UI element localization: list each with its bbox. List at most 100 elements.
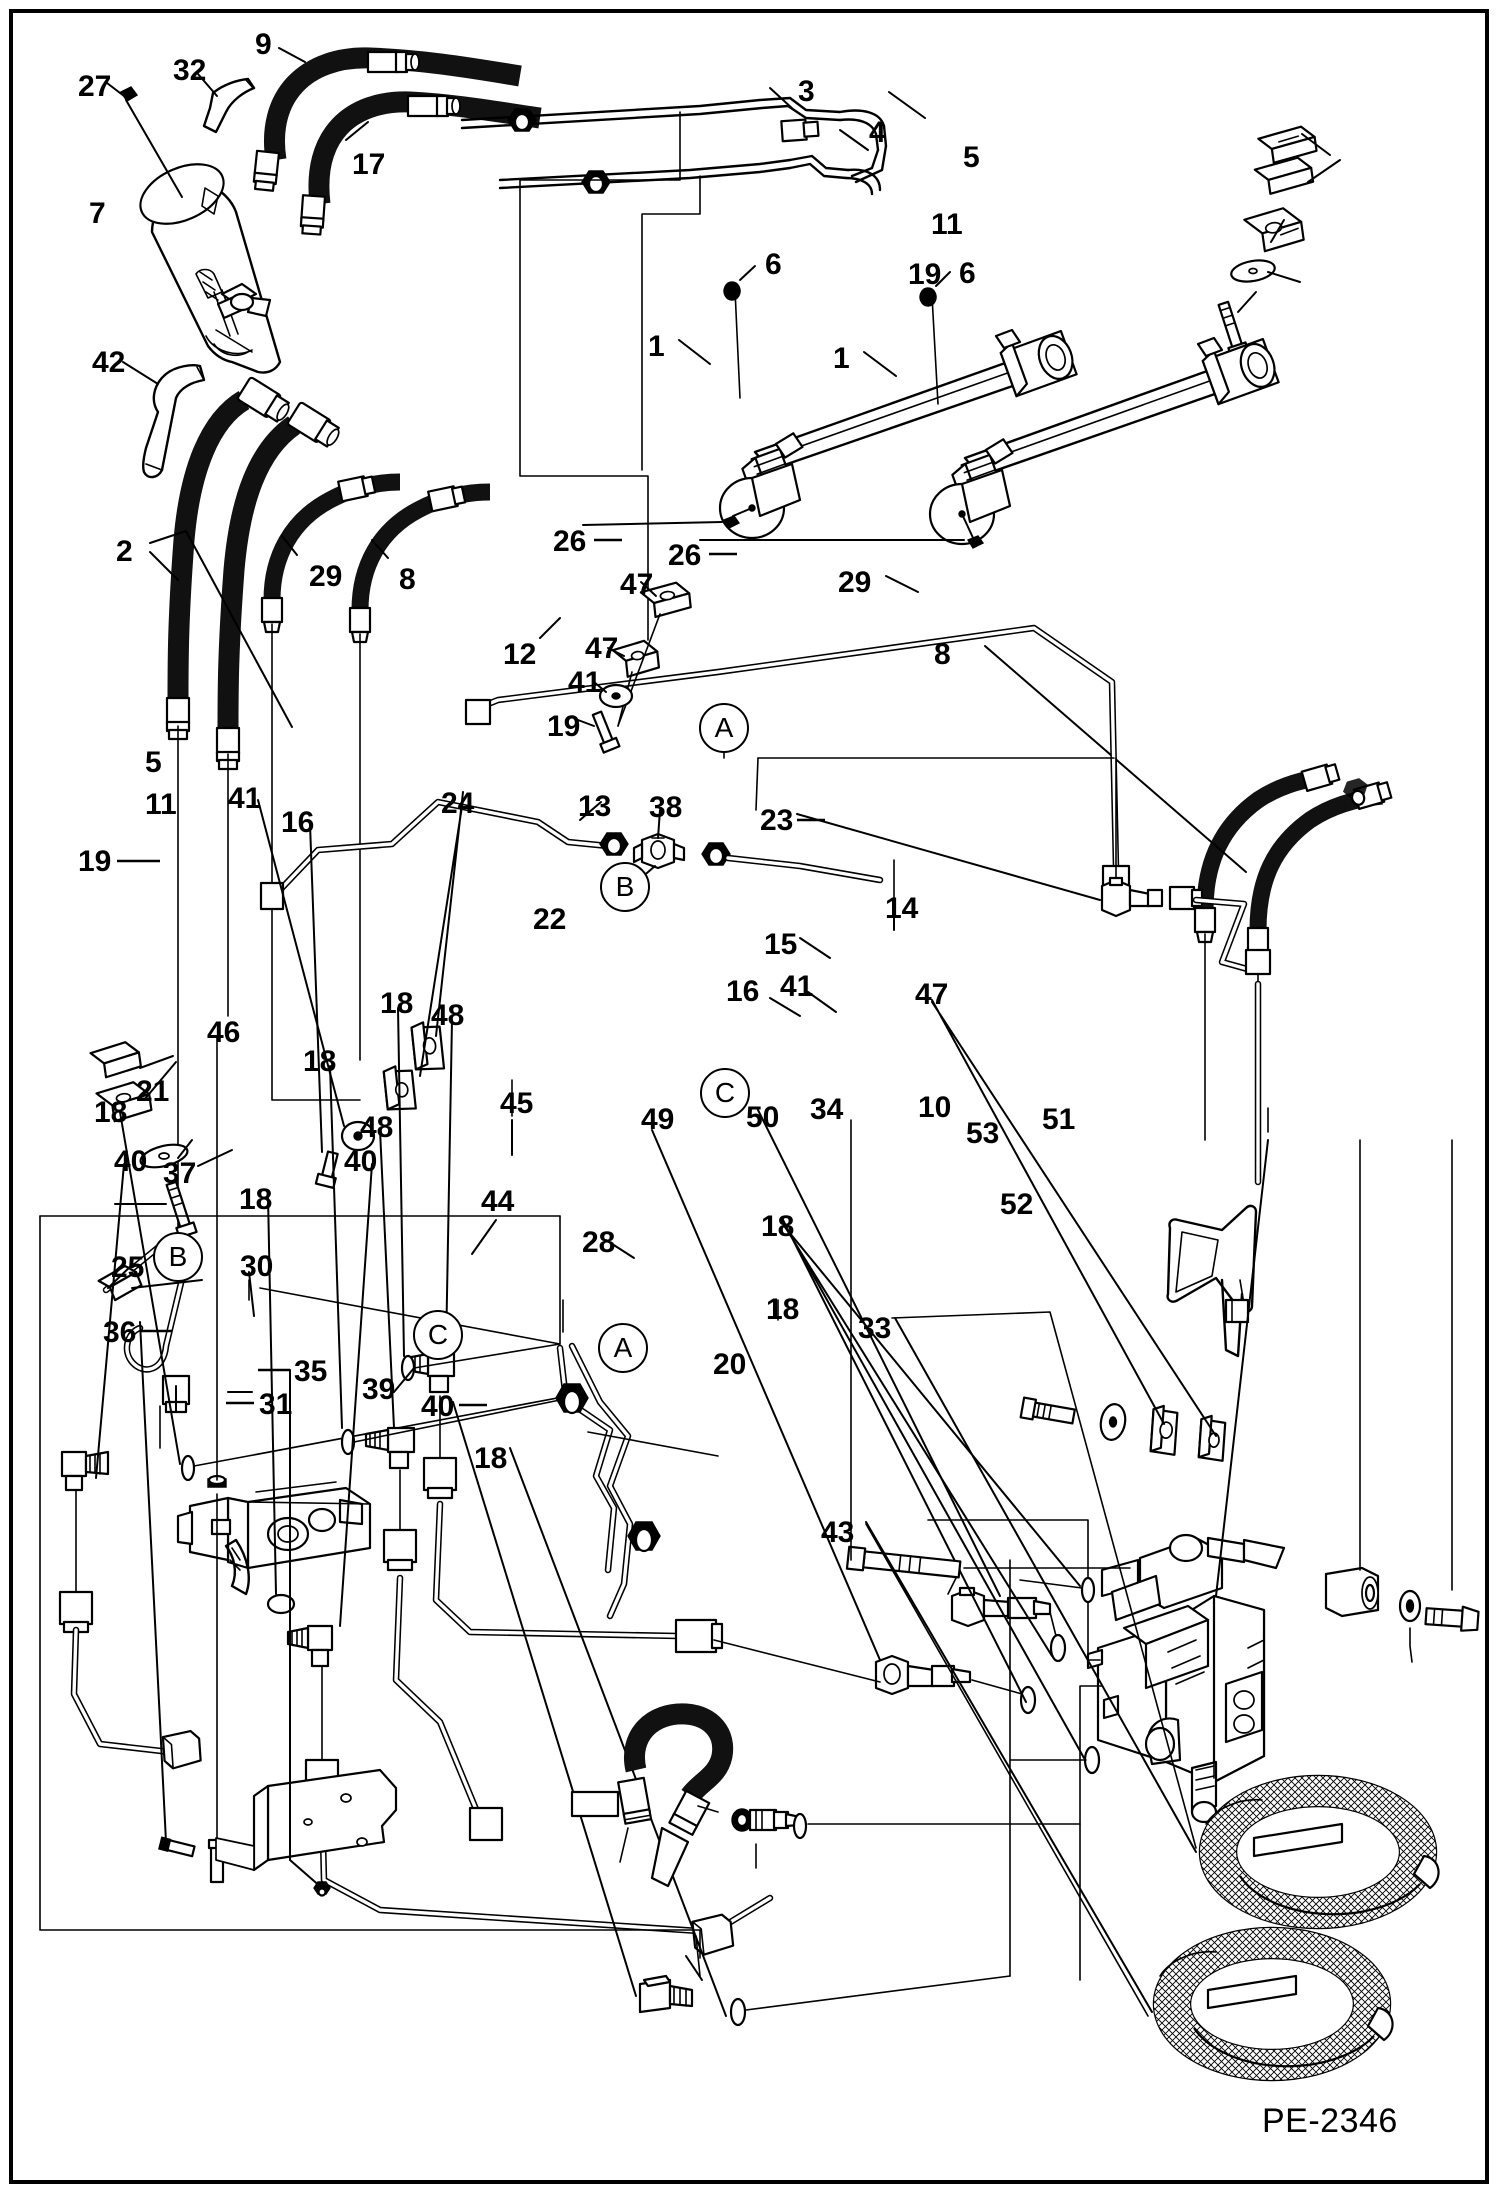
callout-4: 4 bbox=[869, 116, 886, 149]
callout-33: 33 bbox=[858, 1312, 892, 1345]
callout-40-a: 40 bbox=[114, 1145, 148, 1178]
tee-fitting-part-38 bbox=[632, 832, 686, 870]
callout-21: 21 bbox=[136, 1075, 170, 1108]
hose-part-32 bbox=[202, 77, 256, 134]
callout-18-b: 18 bbox=[303, 1045, 337, 1078]
spacer-part-53 bbox=[1324, 1566, 1380, 1618]
callout-25: 25 bbox=[111, 1251, 145, 1284]
callout-29-right: 29 bbox=[838, 566, 872, 599]
callout-40-b: 40 bbox=[344, 1145, 378, 1178]
callout-48-b: 48 bbox=[360, 1111, 394, 1144]
callout-34: 34 bbox=[810, 1093, 844, 1126]
bolt-part-51 bbox=[1424, 1605, 1480, 1632]
hose-part-29-right bbox=[1193, 763, 1341, 944]
reference-bubble-C-lower: C bbox=[413, 1310, 463, 1360]
callout-20: 20 bbox=[713, 1348, 747, 1381]
callout-43: 43 bbox=[821, 1516, 855, 1549]
callout-19-b: 19 bbox=[547, 710, 581, 743]
callout-45: 45 bbox=[500, 1087, 534, 1120]
callout-28: 28 bbox=[582, 1226, 616, 1259]
reference-bubble-A-upper: A bbox=[699, 703, 749, 753]
callout-41-c: 41 bbox=[780, 970, 814, 1003]
callout-11-top: 11 bbox=[931, 208, 963, 241]
fitting-part-50 bbox=[950, 1586, 1052, 1628]
callout-49: 49 bbox=[641, 1103, 675, 1136]
callout-53: 53 bbox=[966, 1117, 1000, 1150]
callout-5-top: 5 bbox=[963, 141, 980, 174]
clamp-assembly-left-middle bbox=[89, 1041, 198, 1239]
callout-27: 27 bbox=[78, 70, 112, 103]
callout-29-left: 29 bbox=[309, 560, 343, 593]
elbow-fitting-part-40-bottom bbox=[638, 1974, 694, 2014]
callout-18-c: 18 bbox=[94, 1096, 128, 1129]
drawing-number: PE-2346 bbox=[1262, 2102, 1398, 2140]
callout-47-b: 47 bbox=[585, 632, 619, 665]
elbow-fitting-left-40 bbox=[60, 1450, 110, 1492]
reservoir-part-7 bbox=[139, 163, 282, 374]
callout-32: 32 bbox=[173, 54, 207, 87]
callout-1-right: 1 bbox=[833, 342, 850, 375]
tube-line-part-39 bbox=[318, 1796, 774, 1956]
callout-14: 14 bbox=[885, 892, 919, 925]
callout-35: 35 bbox=[294, 1355, 328, 1388]
callout-22: 22 bbox=[533, 903, 567, 936]
callout-8-left: 8 bbox=[399, 563, 416, 596]
tee-fitting-part-49 bbox=[874, 1654, 972, 1696]
coupler-part-20 bbox=[731, 1808, 802, 1832]
hose-part-9 bbox=[252, 47, 522, 192]
callout-40-c: 40 bbox=[421, 1390, 455, 1423]
tube-line-part-12 bbox=[464, 624, 1131, 904]
elbow-fitting-part-40-center bbox=[286, 1624, 334, 1668]
callout-37: 37 bbox=[163, 1157, 197, 1190]
callout-24: 24 bbox=[441, 787, 475, 820]
mounting-plate-part-30 bbox=[215, 1768, 398, 1872]
callout-26-left: 26 bbox=[553, 525, 587, 558]
hose-part-8-left bbox=[348, 483, 491, 644]
callout-23: 23 bbox=[760, 804, 794, 837]
hose-coil-part-33 bbox=[1198, 1774, 1440, 1930]
tube-line-part-13 bbox=[259, 798, 629, 911]
callout-7: 7 bbox=[89, 197, 106, 230]
drawing-border bbox=[9, 9, 1489, 2184]
callout-41-b: 41 bbox=[228, 782, 262, 815]
reference-bubble-B-upper: B bbox=[600, 862, 650, 912]
callout-19-top: 19 bbox=[908, 258, 942, 291]
callout-18-g: 18 bbox=[474, 1442, 508, 1475]
callout-17: 17 bbox=[352, 148, 386, 181]
callout-47-c: 47 bbox=[915, 978, 949, 1011]
callout-26-right: 26 bbox=[668, 539, 702, 572]
tube-line-part-44 bbox=[392, 1574, 504, 1842]
callout-11-left: 11 bbox=[145, 788, 177, 821]
callout-36: 36 bbox=[103, 1316, 137, 1349]
callout-18-d: 18 bbox=[239, 1183, 273, 1216]
callout-50: 50 bbox=[746, 1101, 780, 1134]
callout-39: 39 bbox=[362, 1373, 396, 1406]
callout-46: 46 bbox=[207, 1016, 241, 1049]
callout-47-a: 47 bbox=[620, 568, 654, 601]
callout-9: 9 bbox=[255, 28, 272, 61]
callout-41-a: 41 bbox=[568, 666, 602, 699]
callout-15: 15 bbox=[764, 928, 798, 961]
tube-line-part-3 bbox=[460, 96, 888, 184]
hose-part-28 bbox=[570, 1703, 734, 1888]
hose-part-17 bbox=[299, 91, 542, 236]
callout-18-a: 18 bbox=[380, 987, 414, 1020]
callout-10: 10 bbox=[918, 1091, 952, 1124]
callout-48-a: 48 bbox=[431, 999, 465, 1032]
callout-18-e: 18 bbox=[761, 1210, 795, 1243]
reference-bubble-C-upper: C bbox=[700, 1068, 750, 1118]
callout-16-b: 16 bbox=[726, 975, 760, 1008]
callout-5-left: 5 bbox=[145, 746, 162, 779]
hose-coil-part-43 bbox=[1152, 1926, 1394, 2082]
callout-52: 52 bbox=[1000, 1188, 1034, 1221]
callout-31: 31 bbox=[259, 1388, 293, 1421]
bolt-part-34 bbox=[845, 1545, 962, 1579]
bracket-part-15 bbox=[1166, 1204, 1258, 1358]
tube-line-part-45 bbox=[432, 1500, 724, 1654]
callout-30: 30 bbox=[240, 1250, 274, 1283]
callout-6-right: 6 bbox=[959, 257, 976, 290]
callout-18-f: 18 bbox=[766, 1293, 800, 1326]
callout-1-left: 1 bbox=[648, 330, 665, 363]
hose-part-29-left bbox=[260, 473, 401, 634]
reference-bubble-B-lower: B bbox=[153, 1232, 203, 1282]
